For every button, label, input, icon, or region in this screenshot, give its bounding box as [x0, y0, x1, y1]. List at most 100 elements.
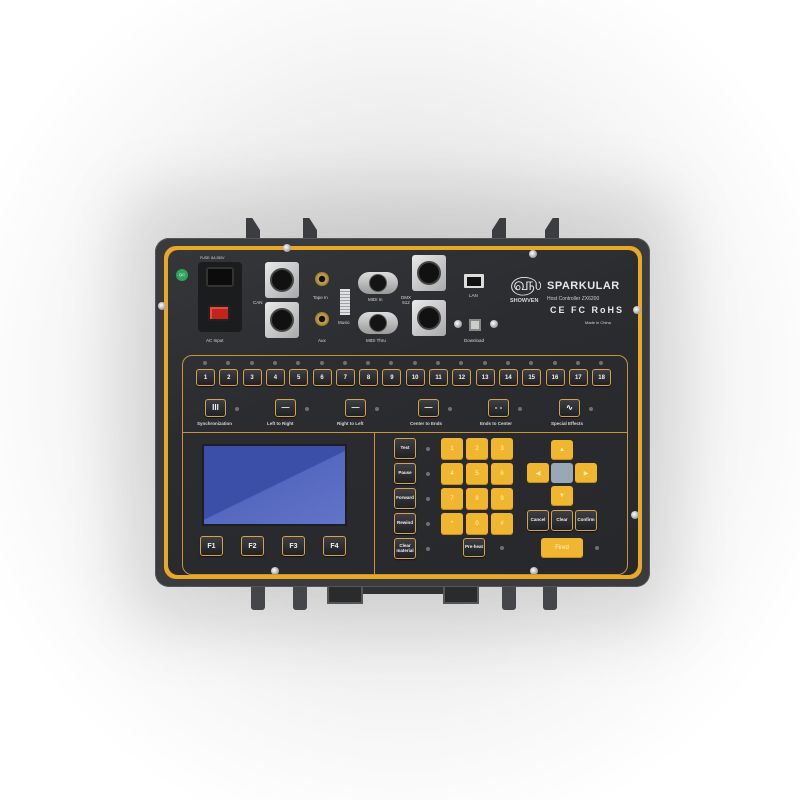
channel-led [272, 361, 277, 365]
channel-button-2[interactable]: 2 [219, 369, 239, 386]
control-key-pause[interactable]: Pause [394, 463, 416, 484]
control-led [426, 472, 430, 476]
channel-button-9[interactable]: 9 [382, 369, 402, 386]
numpad-key-0[interactable]: 0 [466, 513, 488, 535]
usb-download-port[interactable] [469, 319, 481, 331]
control-key-forward[interactable]: Forward [394, 488, 416, 509]
channel-button-4[interactable]: 4 [265, 369, 285, 386]
mounting-foot [293, 582, 307, 610]
preheat-button[interactable]: Pre-heat [463, 538, 485, 557]
action-key-clear[interactable]: Clear [551, 510, 573, 531]
screw-icon [271, 567, 279, 575]
function-key-f1[interactable]: F1 [200, 536, 223, 556]
channel-button-7[interactable]: 7 [335, 369, 355, 386]
nav-right-button[interactable]: ▶ [575, 463, 597, 483]
channel-button-16[interactable]: 16 [545, 369, 565, 386]
channel-button-10[interactable]: 10 [405, 369, 425, 386]
mode-button-synchronization[interactable]: III [205, 399, 226, 417]
certification-marks: CE FC RoHS [550, 305, 624, 315]
numpad-key-#[interactable]: # [491, 513, 513, 535]
screw-icon [283, 244, 291, 252]
midi-in-label: MIDI In [368, 297, 383, 302]
mode-led [375, 407, 379, 411]
tape-in-label: Tape In [313, 295, 328, 300]
channel-led [226, 361, 231, 365]
music-level-meter [340, 289, 350, 315]
control-key-rewind[interactable]: Rewind [394, 513, 416, 534]
channel-button-15[interactable]: 15 [522, 369, 542, 386]
channel-led [319, 361, 324, 365]
channel-button-5[interactable]: 5 [289, 369, 309, 386]
dmx-xlr-female[interactable] [412, 255, 446, 291]
aux-jack[interactable] [315, 312, 329, 326]
numpad-key-8[interactable]: 8 [466, 488, 488, 510]
function-key-f3[interactable]: F3 [282, 536, 305, 556]
mode-button-ends-to-center[interactable]: - - [488, 399, 509, 417]
fire-button[interactable]: Fired [541, 538, 583, 558]
mode-led [235, 407, 239, 411]
channel-led [482, 361, 487, 365]
channel-button-18[interactable]: 18 [592, 369, 612, 386]
numpad-key-*[interactable]: * [441, 513, 463, 535]
channel-button-17[interactable]: 17 [568, 369, 588, 386]
power-socket[interactable] [206, 267, 234, 287]
channel-button-3[interactable]: 3 [242, 369, 262, 386]
numpad-key-2[interactable]: 2 [466, 438, 488, 460]
channel-led [552, 361, 557, 365]
dmx-xlr-male[interactable] [412, 300, 446, 336]
mounting-foot [543, 582, 557, 610]
numpad-key-5[interactable]: 5 [466, 463, 488, 485]
nav-left-button[interactable]: ◀ [527, 463, 549, 483]
numpad-key-9[interactable]: 9 [491, 488, 513, 510]
lan-port[interactable] [464, 274, 484, 288]
channel-led [459, 361, 464, 365]
mode-label: Synchronization [197, 421, 233, 426]
tape-in-jack[interactable] [315, 272, 329, 286]
channel-led [342, 361, 347, 365]
screw-icon [530, 567, 538, 575]
nav-down-button[interactable]: ▼ [551, 486, 573, 506]
channel-button-1[interactable]: 1 [196, 369, 215, 386]
numpad-key-3[interactable]: 3 [491, 438, 513, 460]
function-key-f2[interactable]: F2 [241, 536, 264, 556]
screw-icon [454, 320, 462, 328]
mode-button-left-to-right[interactable]: — [275, 399, 296, 417]
mode-button-center-to-ends[interactable]: — [418, 399, 439, 417]
mode-led [589, 407, 593, 411]
channel-button-11[interactable]: 11 [429, 369, 448, 386]
numpad-key-1[interactable]: 1 [441, 438, 463, 460]
screw-icon [490, 320, 498, 328]
action-key-confirm[interactable]: Confirm [575, 510, 597, 531]
channel-button-14[interactable]: 14 [498, 369, 518, 386]
mode-button-special-effects[interactable]: ∿ [559, 399, 580, 417]
power-switch[interactable] [208, 305, 230, 321]
can-xlr-female[interactable] [265, 262, 299, 298]
qc-badge: QC [176, 269, 188, 281]
control-key-clear-material[interactable]: Clear material [394, 538, 416, 559]
channel-button-12[interactable]: 12 [452, 369, 472, 386]
nav-center-button[interactable] [551, 463, 573, 483]
channel-led [575, 361, 580, 365]
nav-up-button[interactable]: ▲ [551, 440, 573, 460]
function-key-f4[interactable]: F4 [323, 536, 346, 556]
control-section-outline [182, 355, 628, 575]
can-label: CAN [253, 300, 263, 305]
numpad-key-7[interactable]: 7 [441, 488, 463, 510]
channel-button-13[interactable]: 13 [475, 369, 495, 386]
can-xlr-male[interactable] [265, 302, 299, 338]
mode-label: Center to Ends [410, 421, 443, 426]
action-key-cancel[interactable]: Cancel [527, 510, 549, 531]
mounting-foot [251, 582, 265, 610]
mode-led [518, 407, 522, 411]
mode-button-right-to-left[interactable]: — [345, 399, 366, 417]
channel-led [296, 361, 301, 365]
channel-button-6[interactable]: 6 [312, 369, 332, 386]
channel-led [412, 361, 417, 365]
midi-thru-port[interactable] [358, 312, 398, 334]
numpad-key-4[interactable]: 4 [441, 463, 463, 485]
numpad-key-6[interactable]: 6 [491, 463, 513, 485]
fuse-label: FUSE: 8A 250V [200, 256, 225, 260]
channel-button-8[interactable]: 8 [359, 369, 379, 386]
control-key-test[interactable]: Test [394, 438, 416, 459]
midi-in-port[interactable] [358, 272, 398, 294]
